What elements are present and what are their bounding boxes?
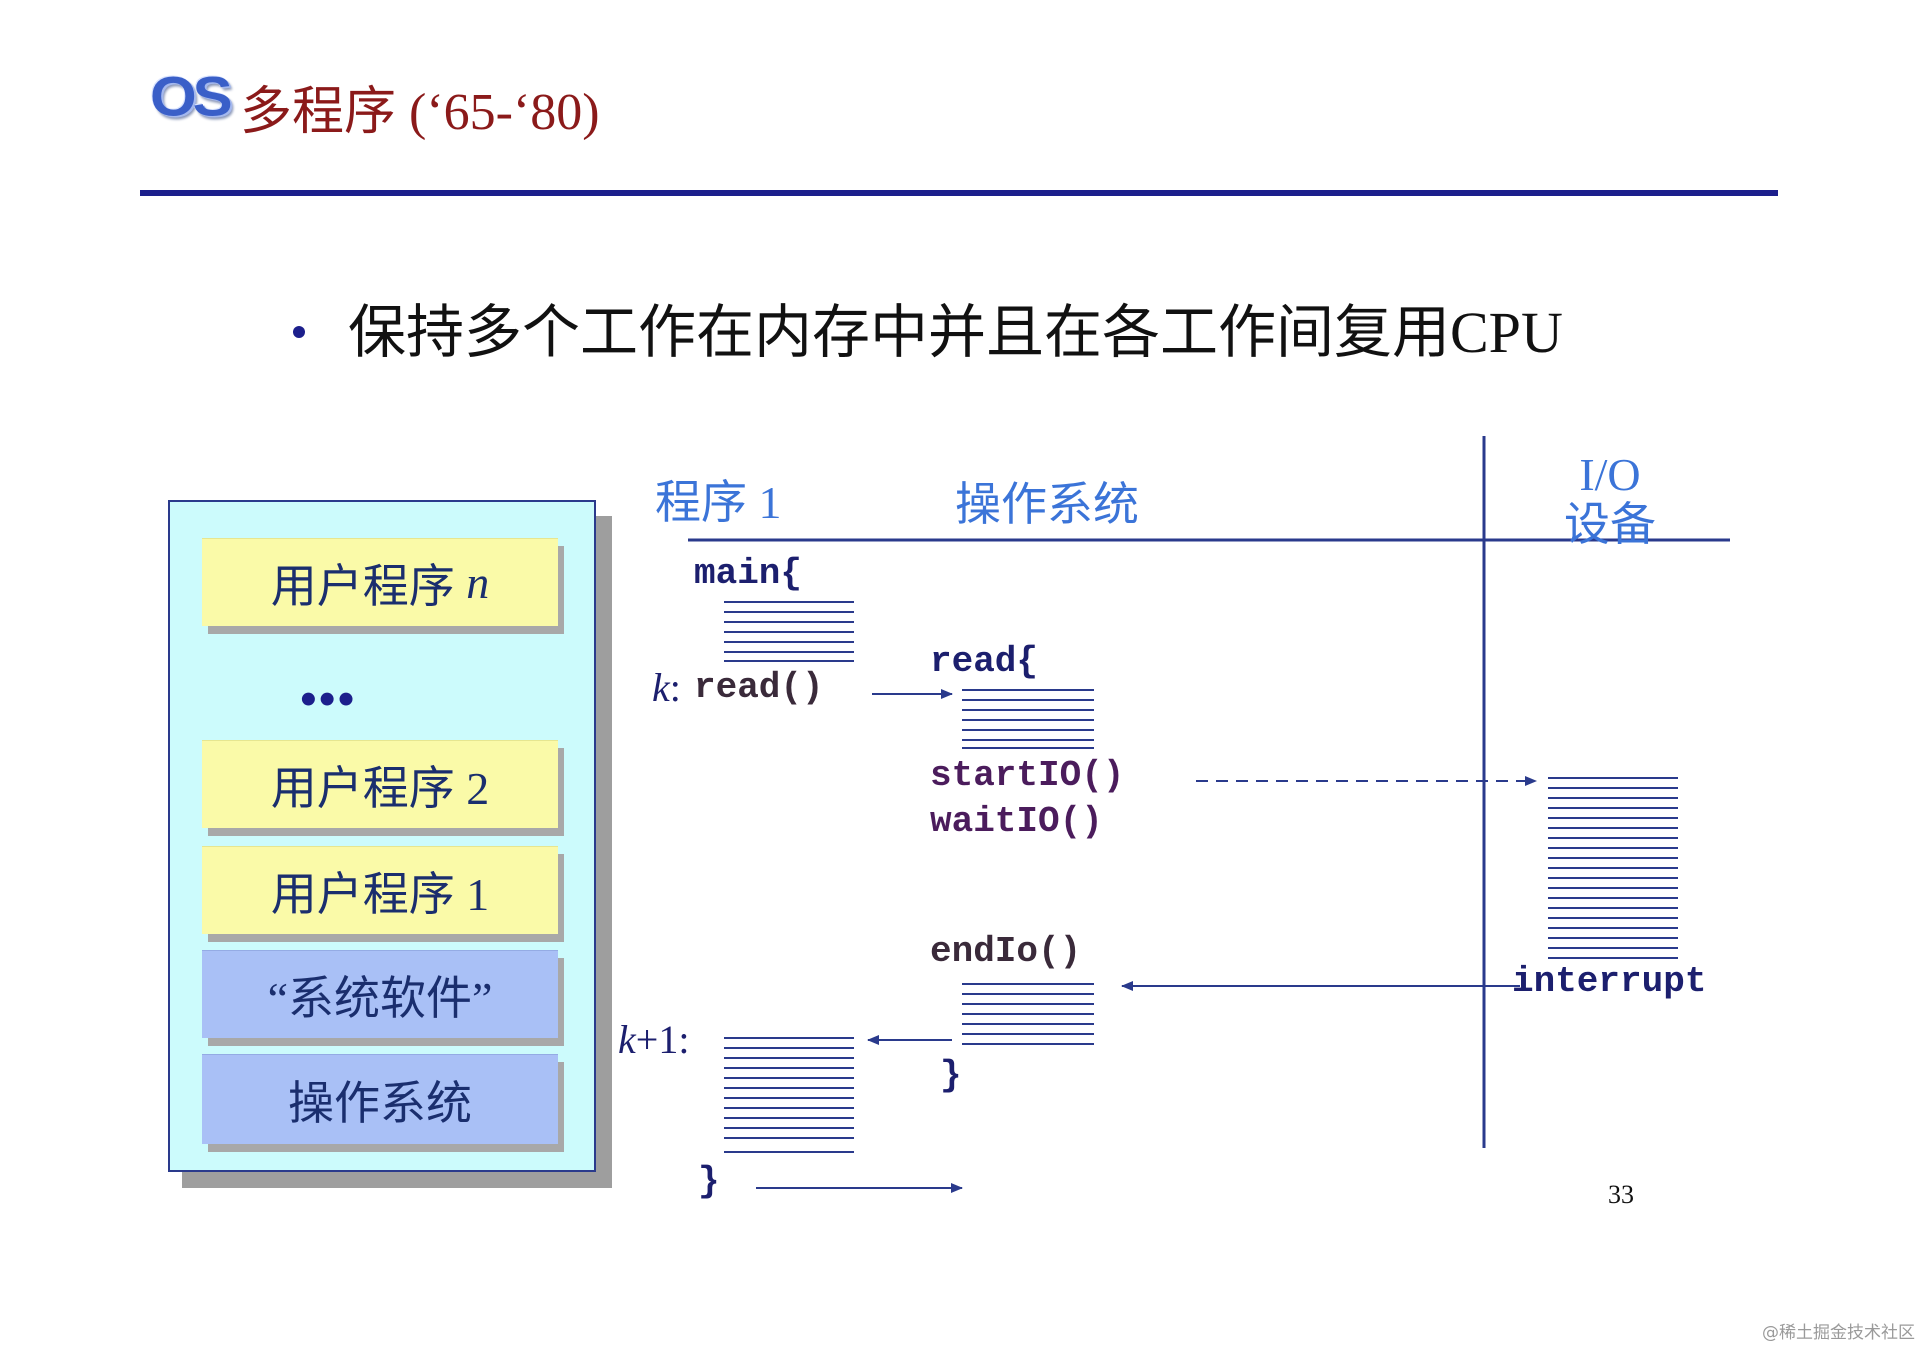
memory-block-user-1: 用户程序 1	[202, 846, 558, 934]
code-lines-io-device	[1548, 777, 1678, 959]
label-k1-suffix: +1:	[635, 1017, 690, 1062]
code-read-def: read{	[930, 641, 1039, 682]
memory-block-user-n: 用户程序 n	[202, 538, 558, 626]
column-header-os: 操作系统	[955, 479, 1139, 530]
label-k1-letter: k	[618, 1017, 636, 1062]
code-main: main{	[694, 553, 803, 594]
bullet-icon	[293, 326, 305, 338]
code-lines-read	[962, 689, 1094, 749]
title-rule	[140, 190, 1778, 196]
memory-block-user-2: 用户程序 2	[202, 740, 558, 828]
label-k-colon: :	[669, 665, 681, 710]
column-header-io: I/O 设备	[1560, 450, 1660, 550]
code-lines-endio	[962, 983, 1094, 1045]
memory-block-os: 操作系统	[202, 1054, 558, 1144]
memory-block-suffix: n	[466, 557, 490, 608]
code-interrupt: interrupt	[1512, 961, 1707, 1002]
code-read-call: read()	[694, 667, 824, 708]
column-header-program: 程序 1	[655, 477, 782, 528]
code-start-io: startIO()	[930, 755, 1125, 796]
memory-block-label: 用户程序 2	[270, 762, 490, 814]
memory-block-system-software: “系统软件”	[202, 950, 558, 1038]
memory-block-label: 用户程序	[270, 560, 455, 612]
code-end-io: endIo()	[930, 931, 1082, 972]
label-k-letter: k	[652, 665, 670, 710]
bullet-text: 保持多个工作在内存中并且在各工作间复用CPU	[348, 300, 1563, 365]
memory-ellipsis: •••	[300, 673, 357, 726]
memory-block-label: “系统软件”	[267, 972, 493, 1024]
code-close-brace-program: }	[698, 1161, 720, 1202]
watermark: @稀土掘金技术社区	[1762, 1323, 1915, 1343]
code-lines-k1	[724, 1037, 854, 1153]
os-logo: OS	[150, 65, 233, 128]
memory-block-label: 操作系统	[288, 1077, 472, 1129]
slide-title: 多程序 (‘65-‘80)	[240, 84, 600, 141]
column-header-io-line2: 设备	[1564, 499, 1656, 550]
label-k-plus-1: k+1:	[618, 1016, 689, 1063]
memory-block-label: 用户程序 1	[270, 868, 490, 920]
column-header-io-line1: I/O	[1579, 449, 1641, 500]
code-wait-io: waitIO()	[930, 801, 1103, 842]
page-number: 33	[1608, 1180, 1634, 1209]
code-lines-main	[724, 601, 854, 662]
label-k: k:	[652, 664, 681, 711]
code-close-brace-os: }	[940, 1055, 962, 1096]
